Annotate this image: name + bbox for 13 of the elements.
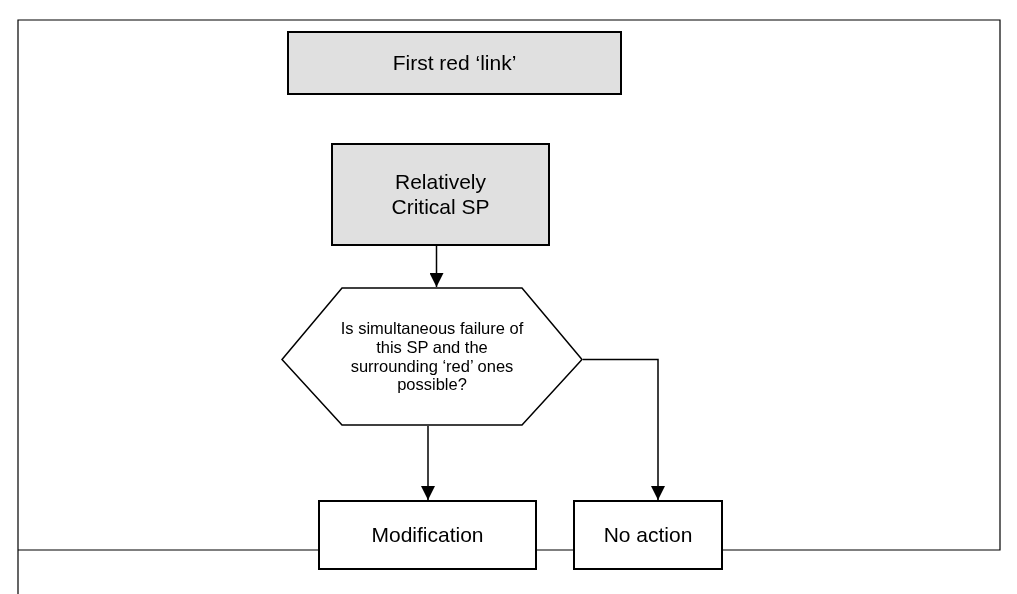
node-text: Relatively Critical SP bbox=[390, 170, 491, 219]
decision-hexagon bbox=[281, 287, 583, 426]
process-box bbox=[331, 143, 550, 246]
node-text: Is simultaneous failure of this SP and the surrounding ‘red’ ones possible? bbox=[339, 318, 525, 395]
node-text: First red ‘link’ bbox=[392, 50, 517, 76]
process-box bbox=[318, 500, 537, 570]
process-box bbox=[573, 500, 723, 570]
arrow bbox=[582, 358, 665, 501]
process-box bbox=[287, 31, 622, 95]
arrow bbox=[429, 245, 444, 288]
node-text: No action bbox=[603, 522, 693, 548]
arrow bbox=[421, 425, 435, 501]
node-text: Modification bbox=[371, 522, 484, 548]
